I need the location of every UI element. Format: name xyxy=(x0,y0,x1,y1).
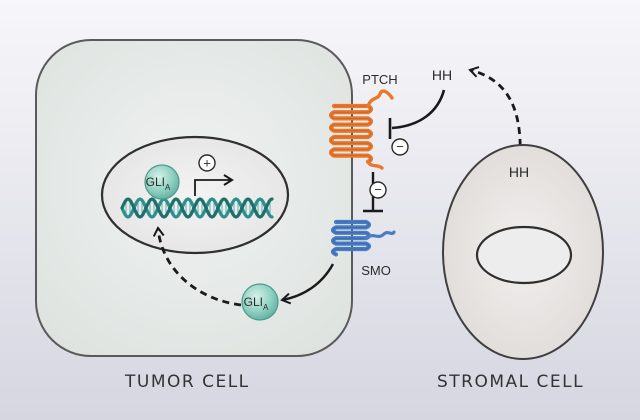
transcription-arrow-icon xyxy=(194,174,234,196)
smo-label: SMO xyxy=(361,263,391,278)
hh-stromal-label: HH xyxy=(509,164,529,180)
gli-translocation-arrow-icon xyxy=(152,226,242,307)
gli-nucleus-subscript: A xyxy=(165,183,171,192)
plus-sign: + xyxy=(203,156,211,171)
svg-text:GLIA: GLIA xyxy=(244,295,269,312)
hh-ligand-label: HH xyxy=(432,67,452,83)
minus-sign-ptch: − xyxy=(396,139,404,154)
dna-helix-icon xyxy=(120,197,274,219)
stromal-cell-label: STROMAL CELL xyxy=(437,372,585,392)
gli-cyto-label: GLI xyxy=(244,295,263,309)
ptch-inhibits-smo-icon: − xyxy=(363,172,387,213)
ptch-receptor-icon xyxy=(328,89,394,170)
gli-nucleus-label: GLI xyxy=(146,175,165,189)
gli-active-nucleus-icon: GLIA xyxy=(144,164,180,200)
ptch-label: PTCH xyxy=(362,72,397,87)
smo-receptor-icon xyxy=(330,219,396,257)
plus-badge-icon: + xyxy=(198,154,216,172)
smo-activates-gli-arrow-icon xyxy=(280,263,335,305)
dna-strand-a xyxy=(120,197,274,219)
gli-cyto-subscript: A xyxy=(263,303,269,312)
gli-active-cytoplasm-icon: GLIA xyxy=(241,283,279,321)
dna-strand-b xyxy=(120,197,274,219)
ptch-intracellular-tail xyxy=(366,160,384,170)
ptch-extracellular-loop xyxy=(366,89,394,108)
svg-text:GLIA: GLIA xyxy=(146,175,171,192)
stromal-nucleus xyxy=(475,225,573,285)
smo-extracellular-loop xyxy=(364,230,396,240)
tumor-cell-label: TUMOR CELL xyxy=(125,372,250,392)
hh-secretion-arrow-icon xyxy=(468,66,522,159)
minus-sign-smo: − xyxy=(374,182,382,197)
ptchGroup-outline xyxy=(330,105,372,163)
hh-inhibits-ptch-icon: − xyxy=(388,89,446,156)
